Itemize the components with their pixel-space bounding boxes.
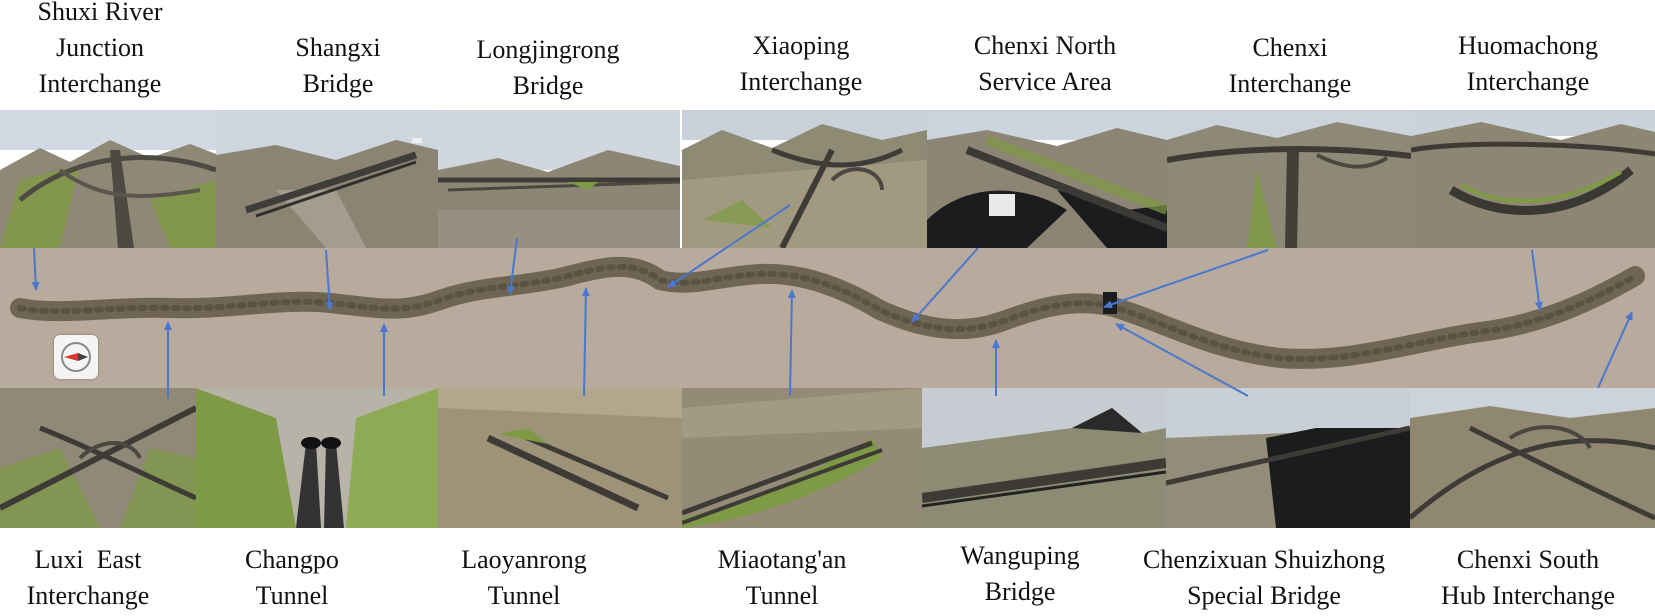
label-chenxi-north-service-area: Chenxi North Service Area bbox=[973, 31, 1117, 96]
label-huomachong-interchange: Huomachong Interchange bbox=[1457, 31, 1599, 96]
image-laoyanrong-tunnel bbox=[438, 388, 682, 528]
route-overview-map bbox=[0, 248, 1655, 388]
image-chenxi-interchange bbox=[1167, 110, 1411, 248]
label-shuxi-river-junction-interchange: Shuxi River Junction Interchange bbox=[37, 0, 163, 98]
label-longjingrong-bridge: Longjingrong Bridge bbox=[476, 35, 620, 100]
image-shuxi-river-junction-interchange bbox=[0, 110, 216, 248]
image-wanguping-bridge bbox=[922, 388, 1166, 528]
compass-icon bbox=[54, 335, 98, 379]
label-shangxi-bridge: Shangxi Bridge bbox=[295, 33, 381, 98]
image-miaotangan-tunnel bbox=[682, 388, 922, 528]
label-wanguping-bridge: Wanguping Bridge bbox=[960, 541, 1080, 606]
highway-route bbox=[10, 256, 1645, 369]
image-shangxi-bridge bbox=[216, 110, 438, 248]
image-luxi-east-interchange bbox=[0, 388, 196, 528]
image-huomachong-interchange bbox=[1411, 110, 1655, 248]
image-longjingrong-bridge bbox=[438, 110, 680, 248]
label-changpo-tunnel: Changpo Tunnel bbox=[245, 545, 339, 610]
image-chenzixuan-shuizhong-special-bridge bbox=[1166, 388, 1410, 528]
label-chenxi-south-hub-interchange: Chenxi South Hub Interchange bbox=[1441, 545, 1615, 610]
label-luxi-east-interchange: Luxi East Interchange bbox=[26, 545, 150, 610]
label-miaotangan-tunnel: Miaotang'an Tunnel bbox=[717, 545, 847, 610]
image-chenxi-north-service-area bbox=[927, 110, 1167, 248]
image-xiaoping-interchange bbox=[682, 110, 927, 248]
label-laoyanrong-tunnel: Laoyanrong Tunnel bbox=[461, 545, 587, 610]
label-chenzixuan-shuizhong-special-bridge: Chenzixuan Shuizhong Special Bridge bbox=[1143, 545, 1385, 610]
image-chenxi-south-hub-interchange bbox=[1410, 388, 1655, 528]
image-changpo-tunnel bbox=[196, 388, 438, 528]
label-chenxi-interchange: Chenxi Interchange bbox=[1228, 33, 1352, 98]
label-xiaoping-interchange: Xiaoping Interchange bbox=[739, 31, 863, 96]
